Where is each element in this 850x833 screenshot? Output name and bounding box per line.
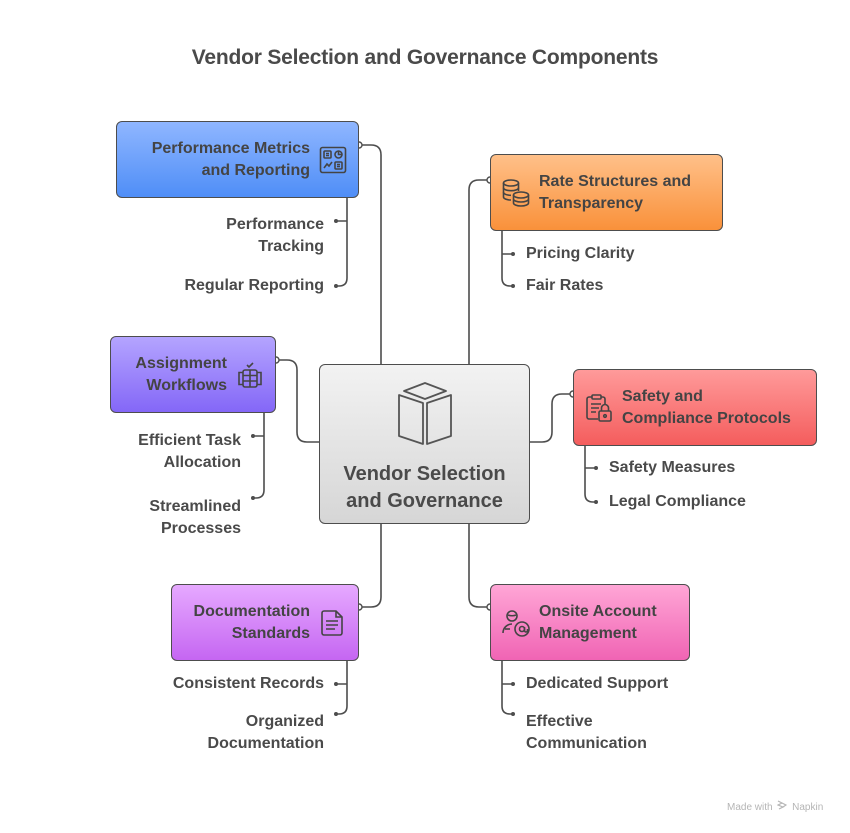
connector-rate: [468, 179, 490, 364]
diagram-title: Vendor Selection and Governance Componen…: [191, 46, 659, 69]
connector-documentation: [359, 524, 382, 608]
branch-title-line1: Assignment: [135, 354, 227, 372]
branch-title-line1: Documentation: [193, 602, 310, 620]
sub-item-line2: Processes: [160, 520, 241, 537]
branch-title-line2: Transparency: [539, 194, 644, 212]
clipboard-lock-icon: [584, 393, 614, 423]
branch-assignment-workflows[interactable]: Assignment Workflows: [110, 336, 276, 413]
dot: [334, 219, 338, 223]
dot: [334, 682, 338, 686]
sub-item-organized-documentation: Organized Documentation: [208, 711, 324, 755]
connector-onsite: [468, 524, 490, 608]
dot: [594, 500, 598, 504]
footer-brand: Napkin: [792, 802, 824, 813]
user-at-icon: [501, 608, 531, 638]
coins-icon: [501, 178, 531, 208]
branch-title-line2: Compliance Protocols: [622, 409, 791, 427]
dot: [334, 284, 338, 288]
central-node[interactable]: Vendor Selection and Governance: [319, 364, 530, 524]
sub-item-consistent-records: Consistent Records: [172, 675, 324, 692]
dot: [334, 712, 338, 716]
sub-item-fair-rates: Fair Rates: [526, 277, 604, 294]
central-node-label-line1: Vendor Selection: [343, 463, 506, 485]
central-node-label: Vendor Selection and Governance: [320, 461, 529, 515]
sub-item-line2: Documentation: [207, 735, 324, 752]
cube-icon: [398, 382, 452, 445]
sub-item-effective-communication: Effective Communication: [526, 711, 647, 755]
branch-performance-metrics[interactable]: Performance Metrics and Reporting: [116, 121, 359, 198]
subtree-performance: [336, 198, 348, 287]
dot: [251, 434, 255, 438]
workflow-stack-icon: [235, 360, 265, 390]
subtree-onsite: [501, 661, 513, 715]
subtree-assignment: [253, 413, 265, 499]
branch-rate-structures[interactable]: Rate Structures and Transparency: [490, 154, 723, 231]
branch-title-line1: Onsite Account: [539, 602, 657, 620]
branch-onsite-account-management[interactable]: Onsite Account Management: [490, 584, 690, 661]
document-icon: [318, 608, 348, 638]
sub-item-line1: Organized: [245, 713, 324, 730]
branch-title: Performance Metrics and Reporting: [152, 138, 310, 182]
sub-item-legal-compliance: Legal Compliance: [609, 493, 746, 510]
subtree-rate: [501, 231, 513, 287]
sub-item-efficient-task-allocation: Efficient Task Allocation: [138, 430, 241, 474]
branch-title: Onsite Account Management: [539, 601, 657, 645]
sub-item-regular-reporting: Regular Reporting: [184, 277, 324, 294]
subtree-documentation: [336, 661, 348, 715]
napkin-logo-icon: [776, 800, 788, 813]
sub-item-line2: Allocation: [163, 454, 241, 471]
central-node-label-line2: and Governance: [346, 490, 503, 512]
footer-made-with: Made with: [727, 802, 773, 813]
dot: [511, 284, 515, 288]
branch-title-line1: Performance Metrics: [151, 139, 310, 157]
dot: [511, 252, 515, 256]
dot: [511, 712, 515, 716]
sub-item-line1: Performance: [226, 216, 324, 233]
sub-item-streamlined-processes: Streamlined Processes: [149, 496, 241, 540]
dot: [511, 682, 515, 686]
sub-item-line1: Streamlined: [149, 498, 241, 515]
dot: [251, 496, 255, 500]
sub-item-dedicated-support: Dedicated Support: [526, 675, 669, 692]
branch-title: Safety and Compliance Protocols: [622, 386, 791, 430]
branch-title: Documentation Standards: [194, 601, 310, 645]
connector-safety: [530, 393, 573, 443]
branch-title-line2: Standards: [231, 624, 310, 642]
branch-title-line1: Rate Structures and: [539, 172, 692, 190]
sub-item-pricing-clarity: Pricing Clarity: [526, 245, 635, 262]
branch-title-line1: Safety and: [622, 387, 703, 405]
sub-item-line1: Efficient Task: [138, 432, 241, 449]
sub-item-line2: Tracking: [258, 238, 324, 255]
branch-title-line2: Workflows: [146, 376, 227, 394]
sub-item-safety-measures: Safety Measures: [609, 459, 736, 476]
dashboard-chart-icon: [318, 145, 348, 175]
branch-documentation-standards[interactable]: Documentation Standards: [171, 584, 359, 661]
dot: [594, 466, 598, 470]
connector-performance: [359, 144, 382, 364]
branch-safety-compliance[interactable]: Safety and Compliance Protocols: [573, 369, 817, 446]
sub-item-line1: Effective: [526, 713, 593, 730]
branch-title-line2: Management: [539, 624, 637, 642]
sub-item-line2: Communication: [526, 735, 647, 752]
branch-title: Rate Structures and Transparency: [539, 171, 691, 215]
branch-title-line2: and Reporting: [201, 161, 310, 179]
connector-assignment: [276, 359, 319, 443]
branch-title: Assignment Workflows: [135, 353, 227, 397]
napkin-watermark[interactable]: Made with Napkin: [727, 800, 823, 813]
sub-item-performance-tracking: Performance Tracking: [226, 214, 324, 258]
subtree-safety: [584, 446, 596, 503]
